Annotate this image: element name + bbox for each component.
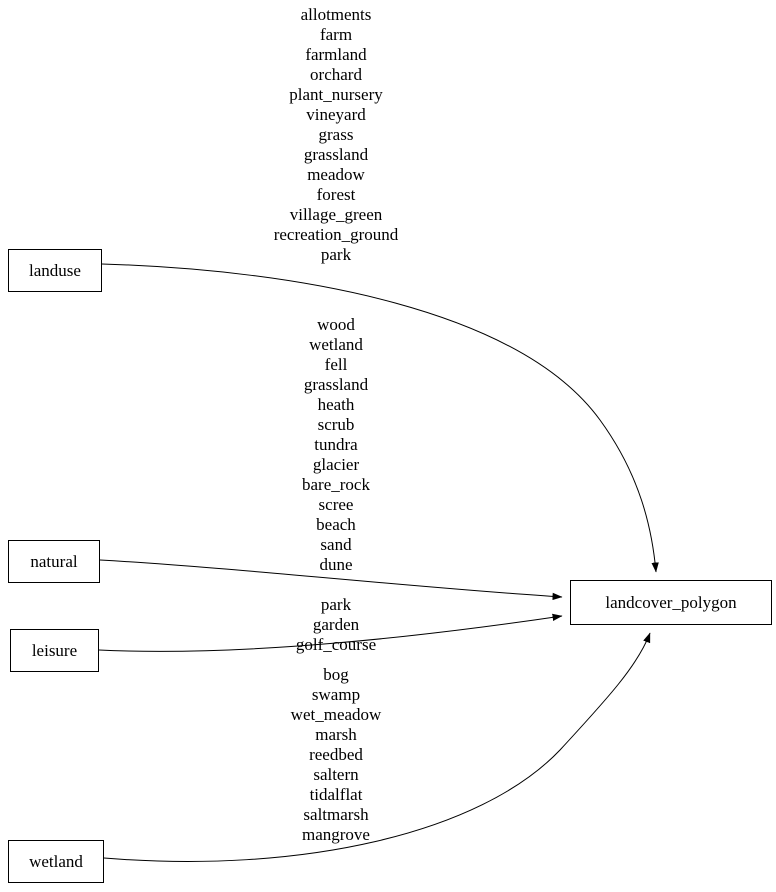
node-landcover-polygon: landcover_polygon <box>570 580 772 625</box>
node-leisure-label: leisure <box>31 640 78 660</box>
node-wetland: wetland <box>8 840 104 883</box>
edge-label-wetland-values: bog swamp wet_meadow marsh reedbed salte… <box>290 665 382 844</box>
node-wetland-label: wetland <box>29 851 83 871</box>
node-leisure: leisure <box>10 629 99 672</box>
node-landuse-label: landuse <box>29 260 81 280</box>
edge-leisure-to-landcover <box>98 613 563 652</box>
edge-label-landuse-values: allotments farm farmland orchard plant_n… <box>273 5 399 264</box>
edge-wetland-to-landcover <box>103 632 651 862</box>
node-landcover-polygon-label: landcover_polygon <box>605 592 737 612</box>
edge-label-natural-values: wood wetland fell grassland heath scrub … <box>302 315 370 574</box>
node-landuse: landuse <box>8 249 102 292</box>
edge-landuse-to-landcover <box>101 263 659 573</box>
edge-natural-to-landcover <box>99 559 563 601</box>
node-natural: natural <box>8 540 100 583</box>
edge-label-leisure-values: park garden golf_course <box>295 595 377 654</box>
node-natural-label: natural <box>30 551 78 571</box>
